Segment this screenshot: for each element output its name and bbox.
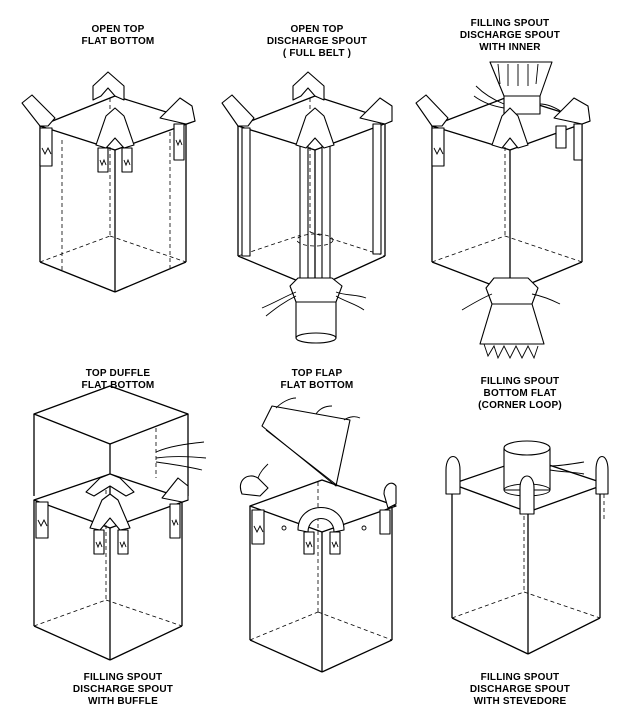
bag-top-duffle bbox=[33, 385, 207, 661]
bag-top-flap bbox=[240, 397, 397, 673]
bag-filling-spout-with-inner bbox=[415, 61, 591, 360]
bag-filling-spout-corner-loop bbox=[445, 440, 609, 655]
bag-open-top-discharge-spout bbox=[221, 71, 393, 344]
bag-open-top-flat-bottom bbox=[21, 71, 196, 293]
